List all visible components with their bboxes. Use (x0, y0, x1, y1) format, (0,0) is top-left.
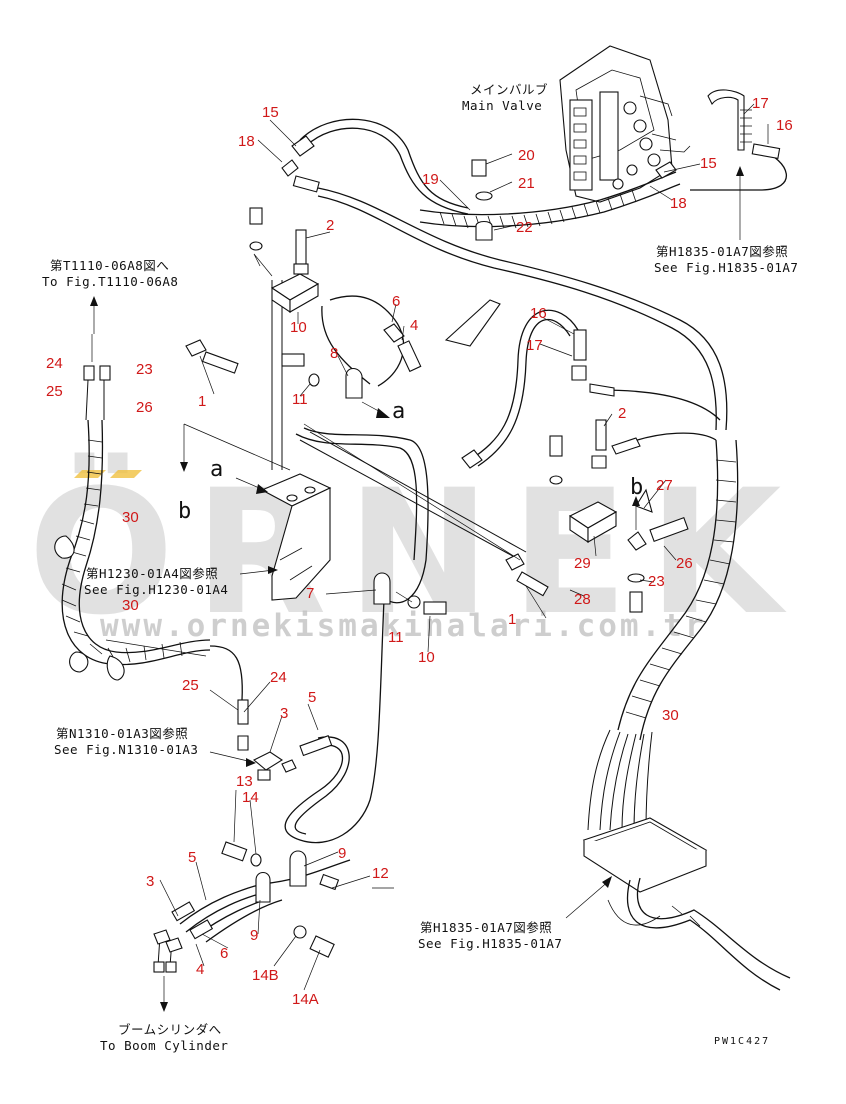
part-number: 1 (198, 393, 206, 410)
part-number: 14A (292, 991, 319, 1008)
part-number: 16 (530, 305, 547, 322)
ref-h1835-bottom-jp: 第H1835-01A7図参照 (420, 920, 552, 935)
part-number: 30 (662, 707, 679, 724)
part-number: 15 (700, 155, 717, 172)
part-number: 3 (146, 873, 154, 890)
part-number: 18 (670, 195, 687, 212)
part-number: 25 (46, 383, 63, 400)
part-number: 17 (752, 95, 769, 112)
ref-n1310-jp: 第N1310-01A3図参照 (56, 726, 188, 741)
part-number: 5 (308, 689, 316, 706)
view-marker-a-left: a (210, 457, 224, 482)
part-number: 12 (372, 865, 389, 882)
part-number: 15 (262, 104, 279, 121)
part-number: 8 (330, 345, 338, 362)
part-number: 20 (518, 147, 535, 164)
part-number: 11 (388, 629, 404, 646)
part-number: 24 (46, 355, 63, 372)
part-number: 23 (648, 573, 665, 590)
part-number: 14B (252, 967, 279, 984)
ref-h1835-top-jp: 第H1835-01A7図参照 (656, 244, 788, 259)
view-markers: b a a b (178, 399, 644, 524)
part-number: 7 (306, 585, 314, 602)
ref-boom-en: To Boom Cylinder (100, 1038, 228, 1053)
part-number: 2 (618, 405, 626, 422)
ref-h1230-jp: 第H1230-01A4図参照 (86, 566, 218, 581)
reference-labels: メインバルブ Main Valve 第T1110-06A8図へ To Fig.T… (42, 82, 798, 1053)
part-number: 18 (238, 133, 255, 150)
ref-boom-jp: ブームシリンダへ (118, 1022, 222, 1037)
part-number: 13 (236, 773, 253, 790)
fittings (83, 89, 781, 973)
part-number: 5 (188, 849, 196, 866)
part-number: 16 (776, 117, 793, 134)
watermark-accent-icon (74, 470, 142, 478)
part-number: 9 (250, 927, 258, 944)
main-valve (559, 45, 691, 203)
part-numbers: 15 18 2 20 21 22 19 15 18 17 16 6 4 10 8… (46, 95, 793, 1008)
view-marker-b-right: b (630, 475, 644, 500)
part-number: 14 (242, 789, 259, 806)
leaders (90, 103, 769, 1012)
part-number: 24 (270, 669, 287, 686)
part-number: 17 (526, 337, 543, 354)
drawing-code: PW1C427 (714, 1036, 770, 1047)
watermark: ÖRNEK www.ornekismakinalari.com.tr (28, 452, 801, 653)
ref-t1110-en: To Fig.T1110-06A8 (42, 274, 178, 289)
part-number: 30 (122, 597, 139, 614)
part-number: 26 (136, 399, 153, 416)
part-number: 27 (656, 477, 673, 494)
part-number: 29 (574, 555, 591, 572)
ref-h1230-en: See Fig.H1230-01A4 (84, 582, 228, 597)
part-number: 9 (338, 845, 346, 862)
part-number: 6 (220, 945, 228, 962)
watermark-brand: ÖRNEK (28, 452, 801, 653)
part-number: 10 (290, 319, 307, 336)
view-marker-b-left: b (178, 499, 192, 524)
part-number: 2 (326, 217, 334, 234)
ref-h1835-top-en: See Fig.H1835-01A7 (654, 260, 798, 275)
part-number: 22 (516, 219, 533, 236)
view-marker-a-center: a (392, 399, 406, 424)
part-number: 28 (574, 591, 591, 608)
part-number: 10 (418, 649, 435, 666)
part-number: 26 (676, 555, 693, 572)
part-number: 30 (122, 509, 139, 526)
ref-h1835-bottom-en: See Fig.H1835-01A7 (418, 936, 562, 951)
ref-n1310-en: See Fig.N1310-01A3 (54, 742, 198, 757)
main-valve-label-jp: メインバルブ (470, 82, 548, 97)
main-valve-label-en: Main Valve (462, 98, 542, 113)
part-number: 3 (280, 705, 288, 722)
part-number: 6 (392, 293, 400, 310)
part-number: 1 (508, 611, 516, 628)
part-number: 23 (136, 361, 153, 378)
part-number: 21 (518, 175, 535, 192)
part-number: 19 (422, 171, 439, 188)
part-number: 4 (410, 317, 418, 334)
part-number: 11 (292, 391, 308, 408)
ref-t1110-jp: 第T1110-06A8図へ (50, 258, 169, 273)
part-number: 25 (182, 677, 199, 694)
watermark-url: www.ornekismakinalari.com.tr (100, 608, 707, 644)
part-number: 4 (196, 961, 204, 978)
